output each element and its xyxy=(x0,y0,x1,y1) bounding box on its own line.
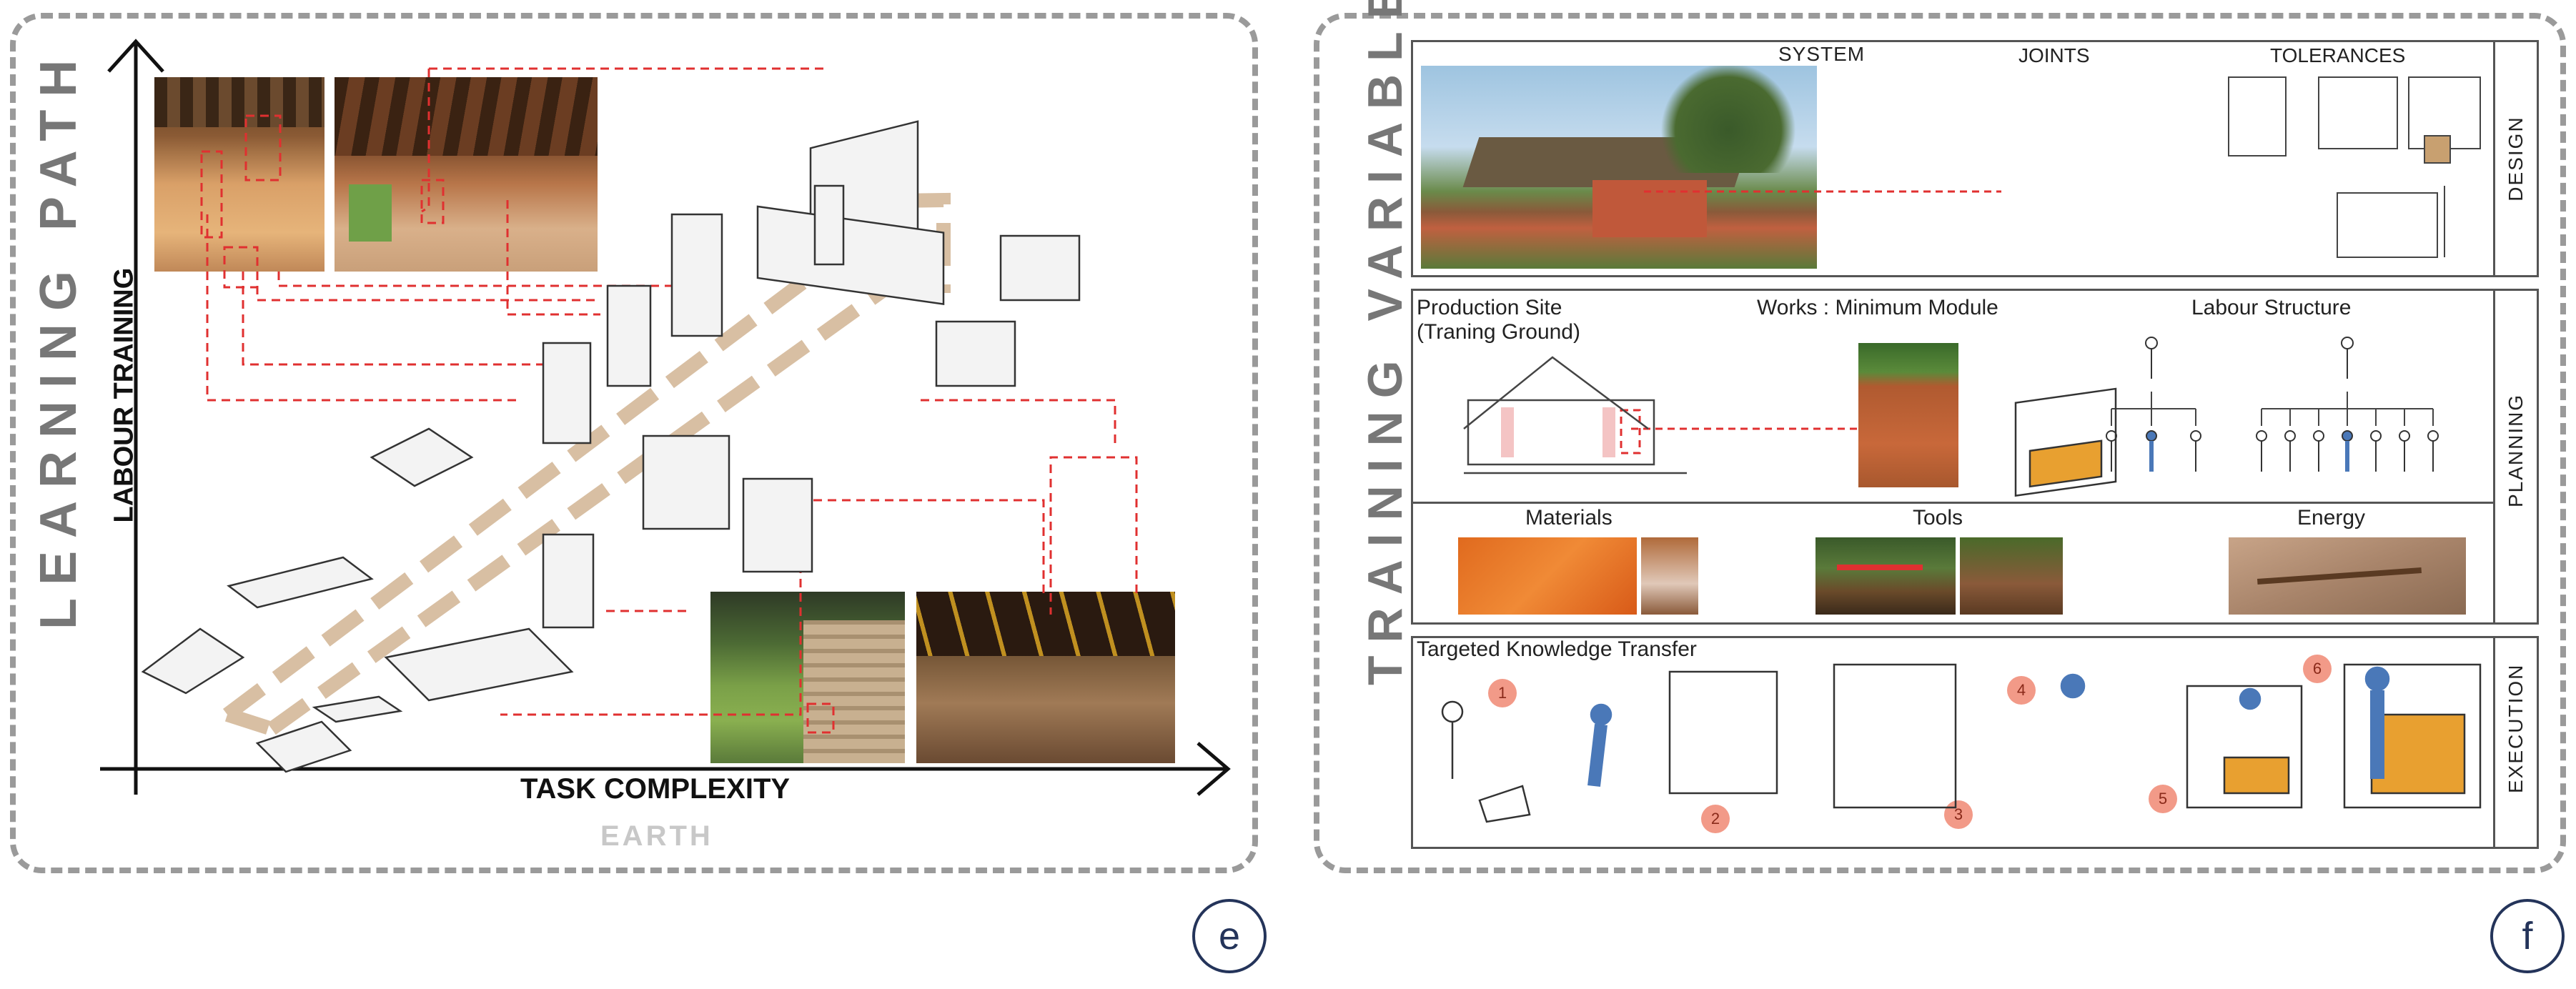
execution-divider xyxy=(2493,636,2495,849)
sandbag-stack-photo xyxy=(710,592,905,763)
planning-divider-horizontal xyxy=(1411,502,2495,504)
tools-photo-1 xyxy=(1815,537,1956,615)
tools-label: Tools xyxy=(1913,506,1963,530)
sketch-elements xyxy=(141,120,1081,773)
tools-photo-2 xyxy=(1960,537,2063,615)
interior-photo-2 xyxy=(335,77,598,272)
materials-label: Materials xyxy=(1525,506,1613,530)
energy-photo xyxy=(2229,537,2466,615)
system-photo xyxy=(1421,66,1817,269)
training-ground-label: (Traning Ground) xyxy=(1417,320,1580,344)
step-badge-5: 5 xyxy=(2149,785,2177,813)
system-link xyxy=(1620,190,2001,454)
labour-figures xyxy=(2106,337,2439,472)
planning-divider-vertical xyxy=(2493,289,2495,625)
task-complexity-label: TASK COMPLEXITY xyxy=(520,773,791,805)
joints-label: JOINTS xyxy=(2018,44,2090,66)
materials-photo-2 xyxy=(1641,537,1698,615)
labour-structure-tree xyxy=(2111,392,2434,426)
step-badge-6: 6 xyxy=(2303,655,2332,683)
minimum-module-photo xyxy=(1858,343,1958,487)
knowledge-transfer-heading: Targeted Knowledge Transfer xyxy=(1417,637,1697,661)
production-site-label: Production Site xyxy=(1417,296,1562,319)
panel-letter-f: f xyxy=(2490,899,2565,973)
energy-label: Energy xyxy=(2297,506,2366,530)
labour-structure-label: Labour Structure xyxy=(2191,296,2352,319)
system-label: SYSTEM xyxy=(1778,43,1866,65)
y-axis-arrow xyxy=(107,39,164,73)
workshop-photo xyxy=(916,592,1175,763)
tolerances-label: TOLERANCES xyxy=(2270,44,2406,66)
tolerance-drawings xyxy=(2228,76,2481,258)
execution-sketches xyxy=(1441,387,2482,823)
step-badge-4: 4 xyxy=(2007,676,2036,705)
interior-photo-1 xyxy=(154,77,325,272)
execution-section xyxy=(1411,636,2539,849)
works-label: Works : Minimum Module xyxy=(1757,296,1998,319)
earth-label: EARTH xyxy=(600,820,713,852)
production-site-drawing xyxy=(1463,356,1687,474)
design-divider xyxy=(2493,40,2495,277)
panel-letter-e: e xyxy=(1192,899,1267,973)
step-badge-2: 2 xyxy=(1701,805,1730,833)
step-badge-1: 1 xyxy=(1488,679,1517,707)
x-axis-arrow xyxy=(1197,742,1231,796)
materials-photo-1 xyxy=(1458,537,1637,615)
step-badge-3: 3 xyxy=(1944,800,1973,829)
